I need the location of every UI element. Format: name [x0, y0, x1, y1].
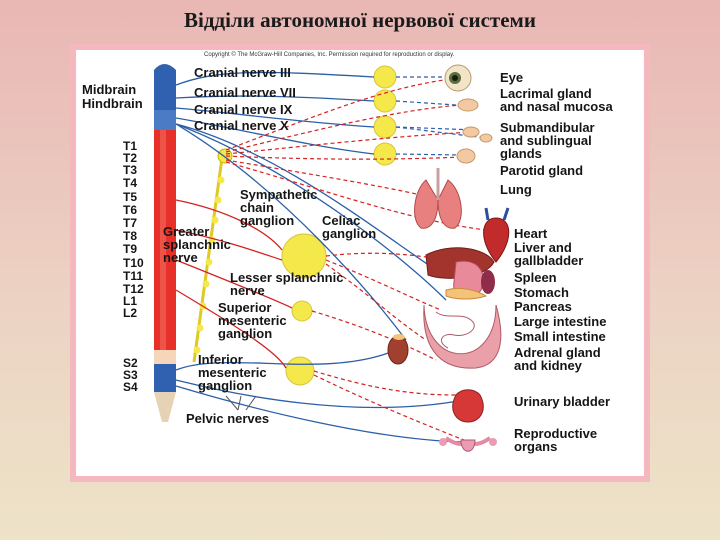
- segment-label: T1: [123, 139, 138, 153]
- label-salivary-glands: Submandibular and sublingual glands: [500, 120, 595, 161]
- copyright-notice: Copyright © The McGraw-Hill Companies, I…: [204, 52, 455, 58]
- label-lesser-splanchnic-nerve: Lesser splanchnic nerve: [230, 270, 344, 298]
- label-reproductive-organs: Reproductive organs: [514, 426, 598, 454]
- label-cranial-nerve-vii: Cranial nerve VII: [194, 85, 296, 100]
- label-midbrain: Midbrain: [82, 82, 137, 97]
- organ-heart: [483, 207, 510, 263]
- label-adrenal-kidney: Adrenal gland and kidney: [514, 345, 601, 373]
- segment-label: T9: [123, 242, 138, 256]
- nerve-diagram-graphics: [154, 64, 510, 452]
- organ-lung: [414, 168, 462, 229]
- label-spleen: Spleen: [514, 270, 557, 285]
- segment-label: T11: [123, 269, 144, 283]
- label-urinary-bladder: Urinary bladder: [514, 394, 611, 409]
- spinal-cord: [154, 64, 176, 422]
- label-heart: Heart: [514, 226, 548, 241]
- label-sympathetic-chain-ganglion: Sympathetic chain ganglion: [240, 187, 318, 228]
- label-lacrimal-gland: Lacrimal gland and nasal mucosa: [500, 86, 613, 114]
- segment-label: S2: [123, 356, 138, 370]
- organ-bladder: [452, 389, 484, 423]
- slide-title: Відділи автономної нервової системи: [184, 8, 536, 32]
- label-small-intestine: Small intestine: [514, 329, 606, 344]
- segment-label: T2: [123, 151, 138, 165]
- organ-pancreas: [445, 287, 488, 300]
- segment-label: L2: [123, 306, 138, 320]
- organ-reproductive: [439, 436, 497, 452]
- segment-label: T3: [123, 163, 138, 177]
- cranial-ganglia: [373, 65, 397, 166]
- organ-spleen: [481, 270, 495, 294]
- label-cranial-nerve-iii: Cranial nerve III: [194, 65, 291, 80]
- organ-lacrimal: [457, 98, 479, 112]
- label-hindbrain: Hindbrain: [82, 96, 143, 111]
- label-lung: Lung: [500, 182, 532, 197]
- label-pelvic-nerves: Pelvic nerves: [186, 411, 270, 426]
- label-pancreas: Pancreas: [514, 299, 572, 314]
- label-stomach: Stomach: [514, 285, 569, 300]
- organ-intestines: [423, 304, 502, 369]
- prevertebral-ganglia: [281, 233, 327, 386]
- label-cranial-nerve-ix: Cranial nerve IX: [194, 102, 293, 117]
- organ-salivary: [462, 126, 493, 143]
- segment-label: T12: [123, 282, 144, 296]
- parasympathetic-postganglionic: [395, 76, 487, 156]
- segment-label: T8: [123, 229, 138, 243]
- parasympathetic-fibers: [175, 71, 465, 443]
- segment-label: T10: [123, 256, 144, 270]
- organ-eye: [444, 64, 472, 92]
- label-greater-splanchnic-nerve: Greater splanchnic nerve: [163, 224, 231, 265]
- label-liver-gallbladder: Liver and gallbladder: [514, 240, 584, 268]
- segment-label: T4: [123, 176, 138, 190]
- label-large-intestine: Large intestine: [514, 314, 607, 329]
- organ-kidney: [387, 334, 409, 365]
- label-inferior-mesenteric-ganglion: Inferior mesenteric ganglion: [198, 352, 267, 393]
- ans-diagram: Copyright © The McGraw-Hill Companies, I…: [76, 50, 644, 476]
- segment-label: T5: [123, 190, 138, 204]
- segment-label: T7: [123, 216, 138, 230]
- segment-label: S3: [123, 368, 138, 382]
- organ-parotid: [456, 148, 476, 164]
- sympathetic-preganglionic: [175, 199, 293, 369]
- label-parotid-gland: Parotid gland: [500, 163, 584, 178]
- segment-label: L1: [123, 294, 138, 308]
- segment-label: T6: [123, 203, 138, 217]
- sympathetic-chain: [192, 148, 233, 363]
- label-superior-mesenteric-ganglion: Superior mesenteric ganglion: [218, 300, 287, 341]
- label-cranial-nerve-x: Cranial nerve X: [194, 118, 289, 133]
- segment-label: S4: [123, 380, 138, 394]
- label-celiac-ganglion: Celiac ganglion: [322, 213, 377, 241]
- label-eye: Eye: [500, 70, 524, 85]
- pelvic-nerve-lines: [225, 395, 257, 411]
